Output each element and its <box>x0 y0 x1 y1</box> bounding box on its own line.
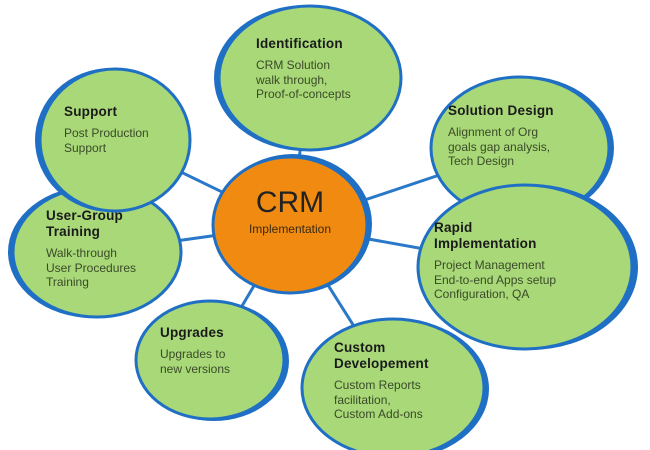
center-bubble <box>211 154 372 295</box>
node-description-line: CRM Solution <box>256 58 331 72</box>
node-description-line: Proof-of-concepts <box>256 87 351 101</box>
node-title-line: Custom <box>334 340 386 355</box>
bubble-rapid-implementation <box>416 183 634 351</box>
node-description-line: Upgrades to <box>160 347 226 361</box>
node-title-line: Training <box>46 224 101 239</box>
node-description-line: facilitation, <box>334 392 391 407</box>
node-title: Identification <box>256 36 351 52</box>
node-description-line: goals gap analysis, <box>448 139 551 154</box>
center-bubble-fill <box>211 155 369 295</box>
node-title-line: Upgrades <box>160 325 224 340</box>
node-description-line: End-to-end Apps setup <box>434 272 557 287</box>
node-description-line: Walk-through <box>46 246 117 260</box>
node-description-line: Custom Add-ons <box>334 407 423 421</box>
bubble-upgrades <box>134 299 286 421</box>
node-description-line: walk through, <box>256 72 328 87</box>
node-title-line: User-Group <box>46 208 124 223</box>
node-title-line: Identification <box>256 36 343 51</box>
center-subtitle: Implementation <box>248 222 332 236</box>
bubble-custom-development <box>300 317 486 450</box>
node-title-line: Solution Design <box>448 103 554 118</box>
node-description-line: Post Production <box>64 126 149 140</box>
node-description-line: User Procedures <box>46 260 137 275</box>
center-title: CRM <box>255 186 325 219</box>
node-description-line: Support <box>64 140 107 155</box>
node-title: Upgrades <box>160 325 230 341</box>
bubble-identification <box>217 4 403 152</box>
node-description-line: Tech Design <box>448 154 515 168</box>
node-description-line: Configuration, QA <box>434 287 530 301</box>
node-description-line: Project Management <box>434 258 545 272</box>
node-title: Support <box>64 104 149 120</box>
node-title-line: Developement <box>334 356 429 371</box>
node-description-line: Alignment of Org <box>448 125 539 139</box>
node-title-line: Rapid <box>434 220 473 235</box>
bubble-support <box>38 67 192 213</box>
bubbles <box>8 4 638 450</box>
node-title-line: Implementation <box>434 236 537 251</box>
node-description-line: Training <box>46 275 89 289</box>
node-description-line: new versions <box>160 361 231 376</box>
node-title-line: Support <box>64 104 118 119</box>
node-description-line: Custom Reports <box>334 378 421 392</box>
node-title: Solution Design <box>448 103 554 119</box>
